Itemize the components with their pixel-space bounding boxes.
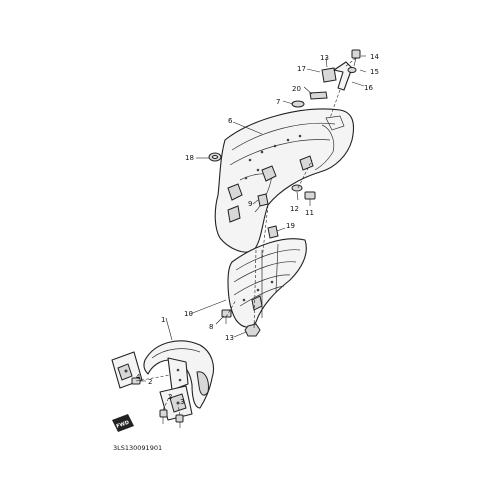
callout-2-bottom: 2 — [168, 393, 172, 401]
inner-fender — [227, 238, 307, 328]
forward-direction-badge: FWD — [112, 414, 134, 432]
svg-text:FWD: FWD — [116, 420, 130, 430]
callout-13: 13 — [320, 54, 329, 62]
callout-20: 20 — [292, 85, 301, 93]
callout-6: 7 — [276, 98, 280, 106]
callout-7: 8 — [209, 323, 213, 331]
callout-16: 16 — [364, 84, 373, 92]
leader-lines — [165, 55, 367, 341]
callout-11: 12 — [290, 205, 299, 213]
callout-10: 11 — [305, 209, 314, 217]
callout-14: 14 — [370, 53, 379, 61]
callout-9: 10 — [184, 310, 193, 318]
front-fender — [143, 340, 215, 409]
callout-18: 18 — [185, 154, 194, 162]
callout-15: 15 — [370, 68, 379, 76]
assembly-lines — [135, 57, 357, 416]
callout-19: 19 — [286, 222, 295, 230]
rear-fender — [214, 108, 355, 253]
hardware — [131, 49, 361, 428]
diagram-reference-code: 3LS130091901 — [113, 444, 162, 452]
callout-1: 1 — [161, 316, 165, 324]
callout-4: 4 — [136, 373, 141, 381]
callout-3: 3 — [180, 398, 184, 406]
callout-labels: 6 7 20 17 13 14 15 16 18 9 12 11 19 10 8… — [136, 53, 379, 406]
callout-8: 9 — [248, 200, 252, 208]
callout-12: 13 — [225, 334, 234, 342]
callout-2-left: 2 — [148, 378, 152, 386]
callout-5: 6 — [228, 117, 233, 125]
right-fender-bracket — [159, 385, 193, 421]
callout-17: 17 — [297, 65, 306, 73]
